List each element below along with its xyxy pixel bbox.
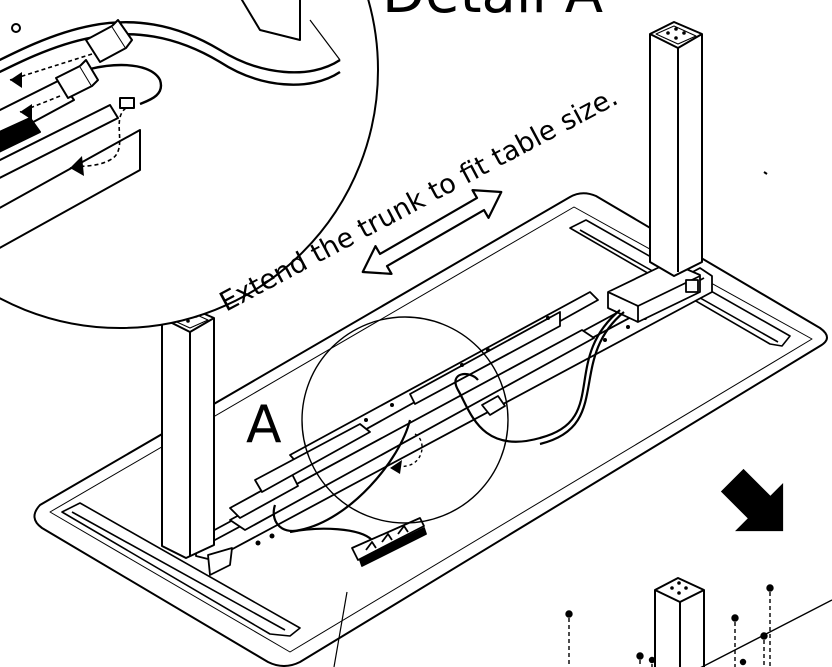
leg-right xyxy=(649,21,703,277)
leg-left xyxy=(161,305,215,559)
callout-letter-a: A xyxy=(246,395,282,455)
next-step-leg xyxy=(654,577,705,667)
cables xyxy=(272,309,625,541)
control-box xyxy=(607,261,701,323)
direction-arrow-icon xyxy=(720,468,784,532)
leg-right-top-holes xyxy=(666,27,686,40)
next-step-leg-holes xyxy=(670,581,688,595)
small-dot xyxy=(763,171,768,175)
inset-connector-line xyxy=(309,19,341,61)
callout-cable-route xyxy=(391,433,423,469)
detail-a-inset xyxy=(0,0,379,329)
frame-holes xyxy=(255,316,647,546)
double-arrow-icon xyxy=(361,189,503,275)
leader-line xyxy=(333,591,348,667)
detail-a-callout-circle xyxy=(301,316,509,524)
detail-a-title: Detail A xyxy=(382,0,603,26)
hand-controller xyxy=(351,517,427,567)
callout-route-arrow xyxy=(390,460,402,474)
